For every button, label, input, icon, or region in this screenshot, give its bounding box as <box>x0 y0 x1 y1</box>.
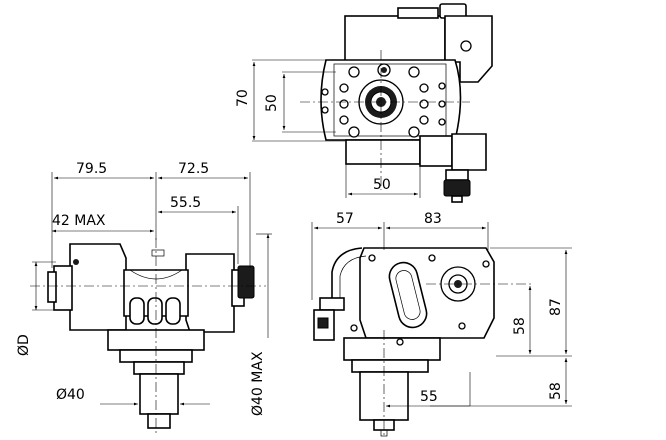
dim-top-height-outer: 70 <box>235 89 251 107</box>
dim-side-height-mid: 58 <box>512 317 528 335</box>
dim-front-max-width: 42 MAX <box>52 213 106 229</box>
dim-top-height-inner: 50 <box>264 94 280 112</box>
dim-side-height-lower: 58 <box>548 382 564 400</box>
side-view <box>313 247 534 438</box>
side-view-dimensions: 57 83 87 58 58 55 <box>311 211 572 408</box>
dim-front-tool-diameter: ØD <box>16 334 32 356</box>
dim-side-shank-offset: 55 <box>420 389 438 405</box>
front-view-dimensions: 79.5 72.5 55.5 42 MAX ØD Ø40 Ø40 MAX <box>16 161 272 416</box>
dim-side-height-total: 87 <box>548 298 564 316</box>
dim-front-offset: 55.5 <box>170 195 201 211</box>
flange-holes <box>321 63 446 138</box>
front-view <box>30 238 266 436</box>
dim-front-max-diameter: Ø40 MAX <box>250 351 266 416</box>
top-view <box>300 3 493 203</box>
top-view-dimensions: 70 50 50 <box>235 59 421 198</box>
dim-side-width-left: 57 <box>336 211 354 227</box>
dim-front-shank-diameter: Ø40 <box>56 387 85 403</box>
dim-top-width-bottom: 50 <box>373 177 391 193</box>
dim-front-width-left: 79.5 <box>76 161 107 177</box>
dim-side-width-right: 83 <box>424 211 442 227</box>
dim-front-width-right: 72.5 <box>178 161 209 177</box>
